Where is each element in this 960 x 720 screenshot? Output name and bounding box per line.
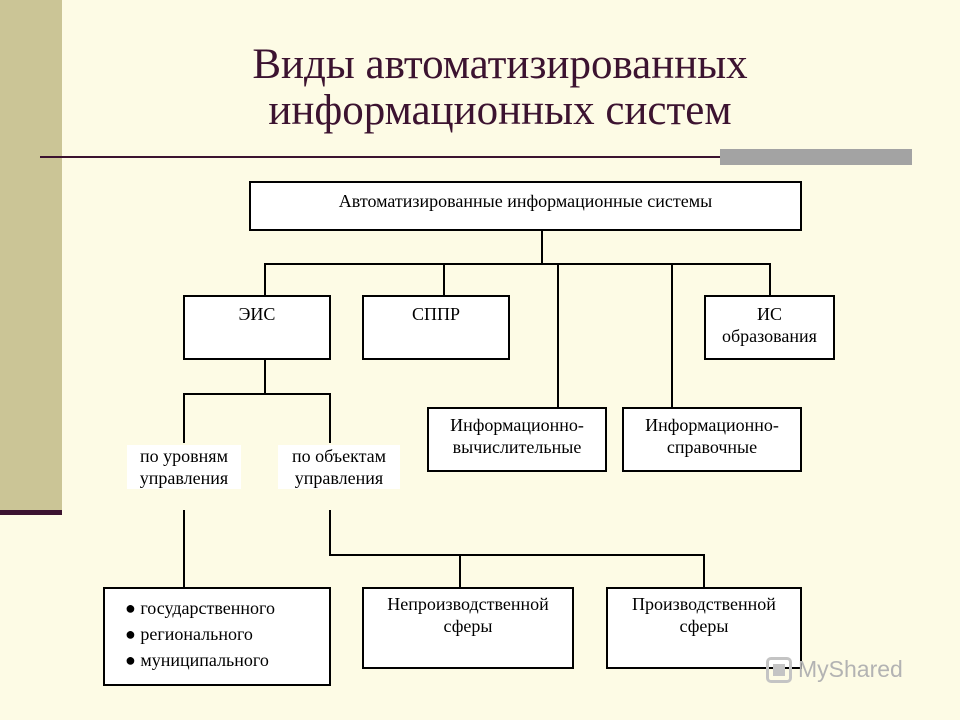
sidebar-decoration <box>0 0 62 512</box>
watermark-text: MyShared <box>798 656 903 682</box>
connector <box>443 263 445 296</box>
connector <box>264 359 266 394</box>
connector <box>671 263 673 408</box>
node-info-computational: Информационно-вычислительные <box>427 407 607 472</box>
connector <box>329 393 331 443</box>
connector <box>769 263 771 296</box>
node-info-computational-label: Информационно-вычислительные <box>450 415 584 457</box>
list-item: ● муниципального <box>125 650 269 670</box>
node-levels-list: ● государственного ● регионального ● мун… <box>103 587 331 686</box>
sidebar-base-line <box>0 510 62 515</box>
title-divider-accent <box>720 149 912 165</box>
connector <box>183 393 331 395</box>
node-info-reference: Информационно-справочные <box>622 407 802 472</box>
connector <box>541 230 543 264</box>
label-by-levels: по уровням управления <box>127 445 241 489</box>
node-ais-root-label: Автоматизированные информационные систем… <box>338 191 713 211</box>
watermark: MyShared <box>766 656 903 683</box>
connector <box>459 554 461 587</box>
node-eis: ЭИС <box>183 295 331 360</box>
node-ais-root: Автоматизированные информационные систем… <box>249 181 802 231</box>
connector <box>557 263 559 408</box>
connector <box>329 510 331 555</box>
node-sppr-label: СППР <box>411 304 460 324</box>
node-nonproduction-label: Непроизводственной сферы <box>387 594 549 636</box>
connector <box>264 263 266 296</box>
levels-bullet-list: ● государственного ● регионального ● мун… <box>125 595 323 673</box>
node-production-label: Производственной сферы <box>632 594 776 636</box>
slide-title: Виды автоматизированных информационных с… <box>252 41 748 134</box>
connector <box>183 393 185 443</box>
node-nonproduction: Непроизводственной сферы <box>362 587 574 669</box>
node-info-reference-label: Информационно-справочные <box>645 415 779 457</box>
title-divider <box>40 156 912 158</box>
label-by-objects: по объектам управления <box>278 445 400 489</box>
node-production: Производственной сферы <box>606 587 802 669</box>
myshared-logo-icon <box>766 656 792 683</box>
node-is-education: ИС образования <box>704 295 835 360</box>
connector <box>329 554 705 556</box>
node-is-education-label: ИС образования <box>722 304 817 346</box>
list-item: ● регионального <box>125 624 253 644</box>
connector <box>703 554 705 587</box>
connector <box>264 263 771 265</box>
connector <box>183 510 185 588</box>
list-item: ● государственного <box>125 598 275 618</box>
node-eis-label: ЭИС <box>238 304 276 324</box>
node-sppr: СППР <box>362 295 510 360</box>
